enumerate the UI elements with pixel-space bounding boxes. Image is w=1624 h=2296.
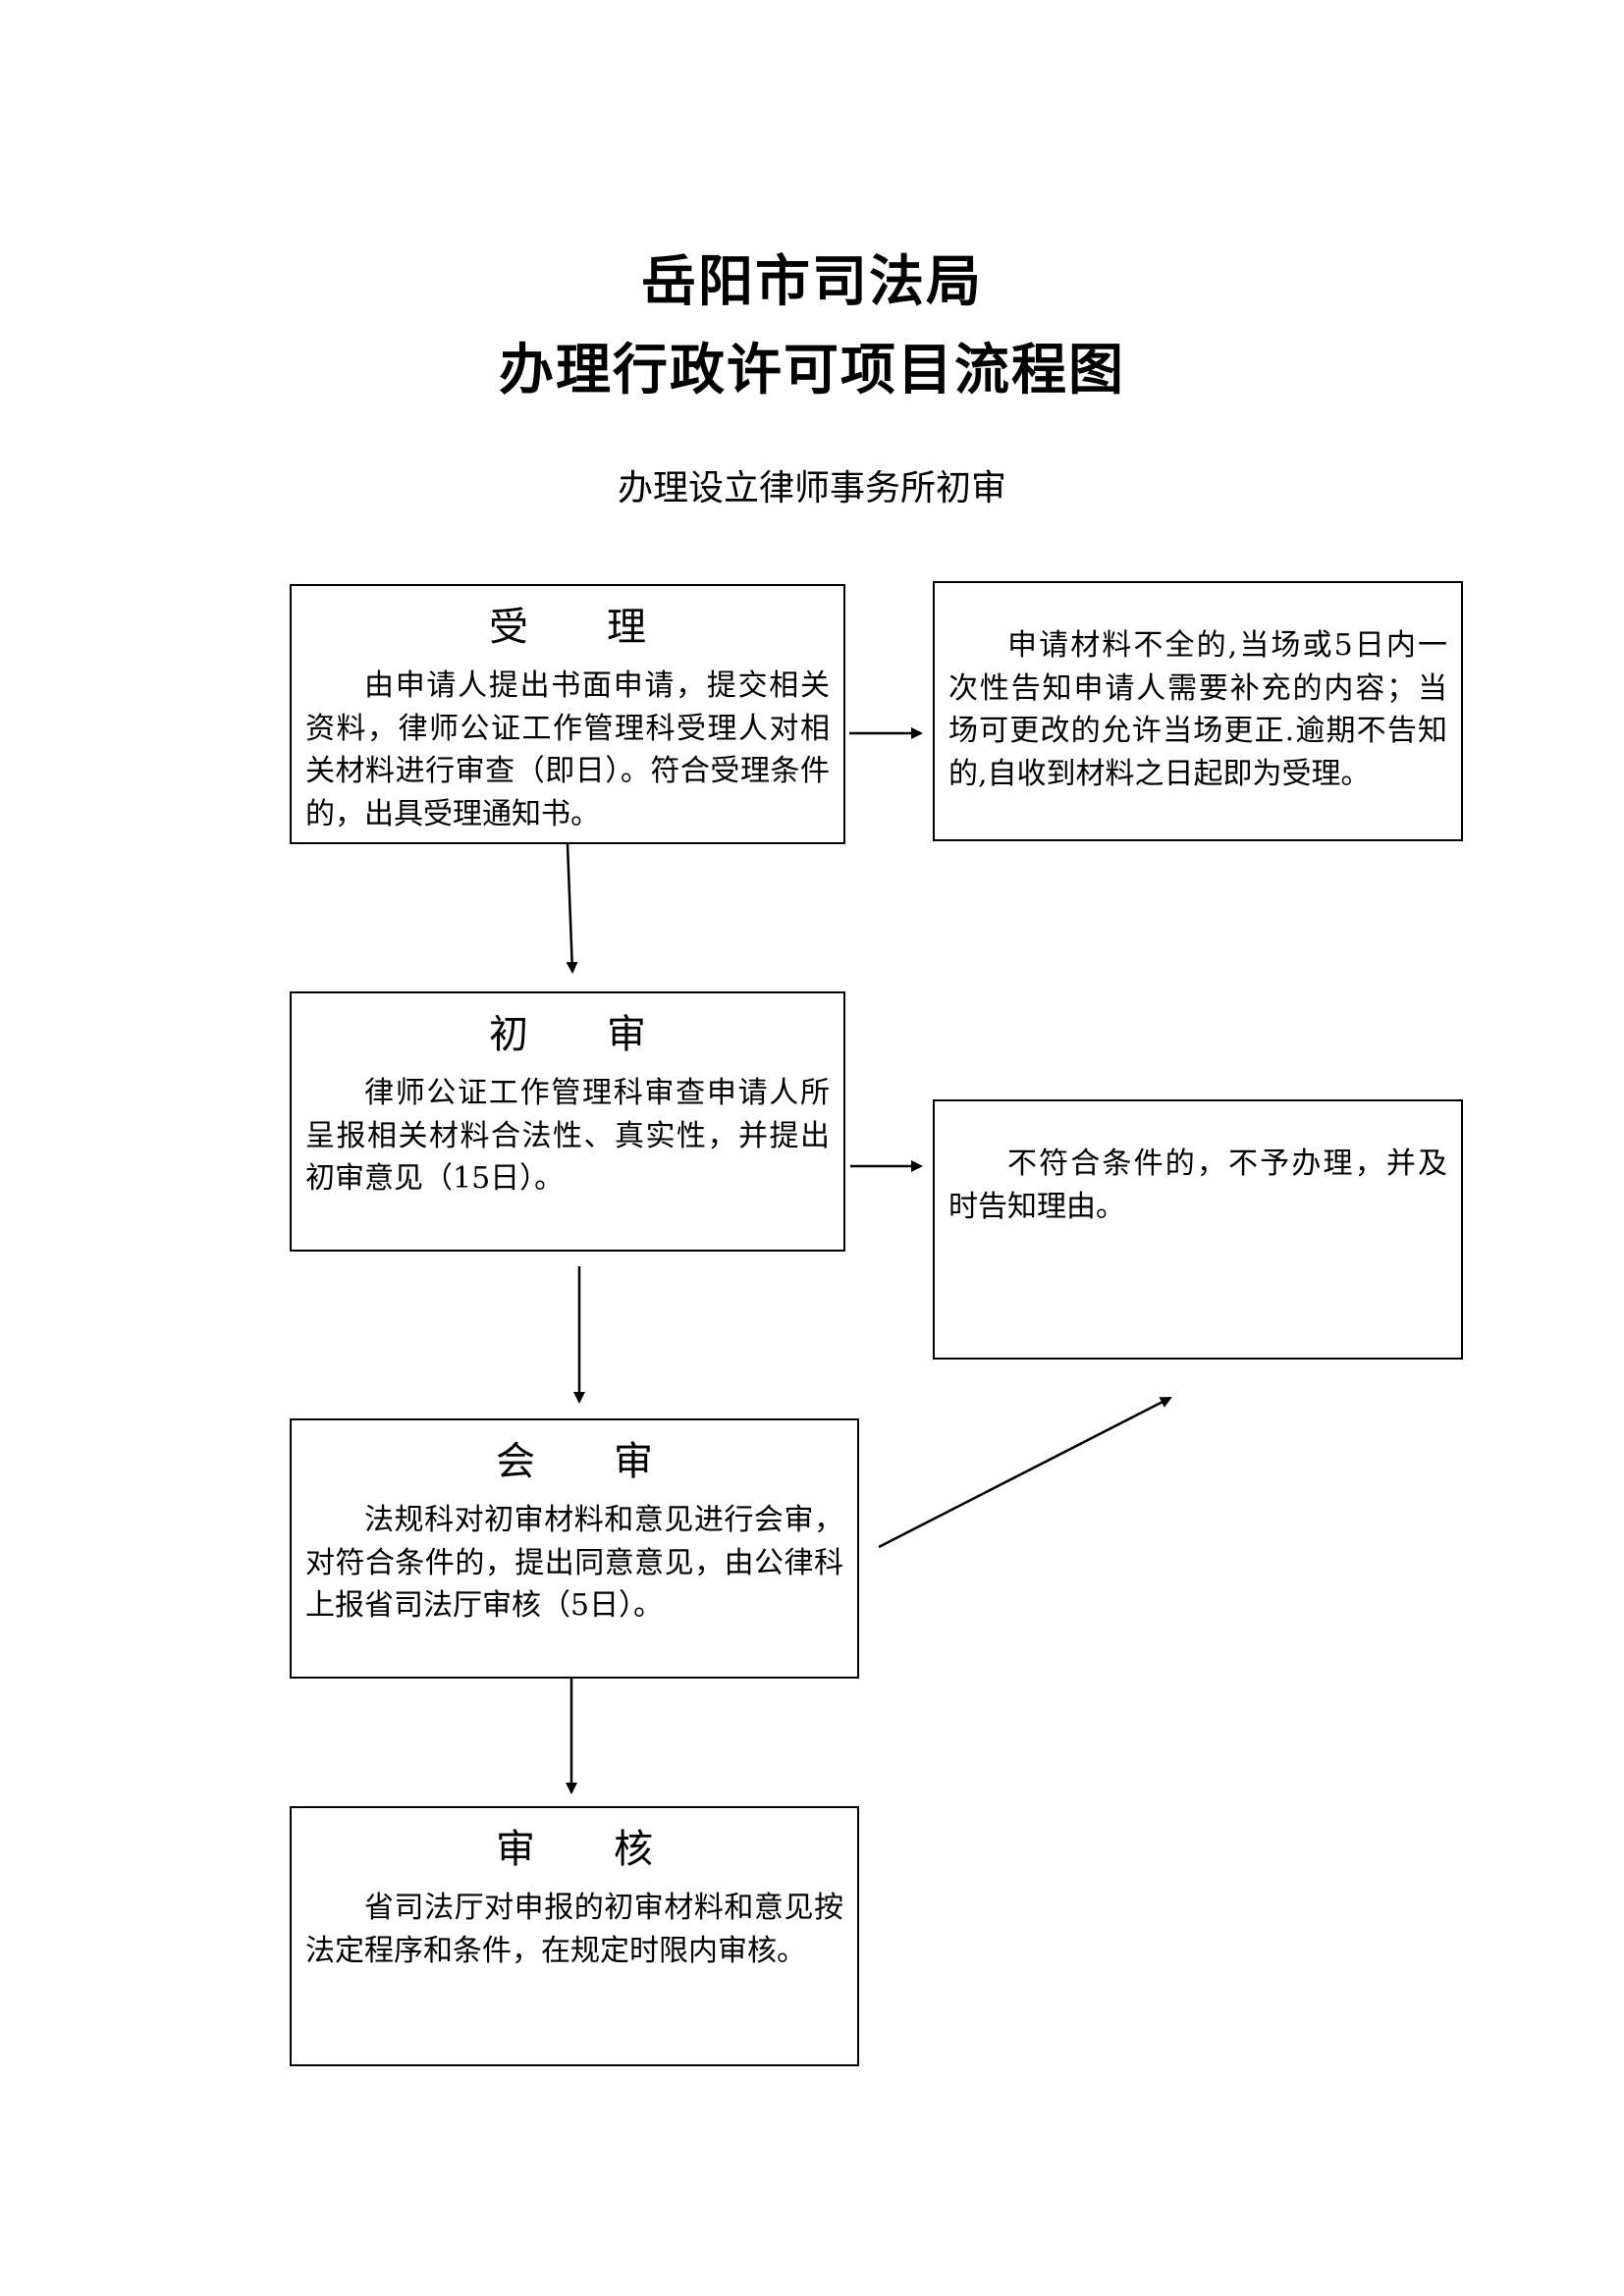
step-initial-review-box: 初 审 律师公证工作管理科审查申请人所呈报相关材料合法性、真实性，并提出初审意见… (290, 991, 845, 1252)
step-accept-title: 受 理 (489, 605, 646, 650)
step-joint-review-title: 会 审 (496, 1439, 653, 1484)
note-incomplete-text: 申请材料不全的,当场或5日内一次性告知申请人需要补充的内容；当场可更改的允许当场… (948, 628, 1447, 791)
arrow-accept-to-initial (566, 843, 578, 974)
step-initial-review-title: 初 审 (489, 1012, 646, 1057)
step-accept-body: 由申请人提出书面申请，提交相关资料，律师公证工作管理科受理人对相关材料进行审查（… (305, 668, 830, 831)
step-final-review-title: 审 核 (496, 1827, 653, 1872)
note-reject-box: 不符合条件的，不予办理，并及时告知理由。 (933, 1099, 1463, 1360)
step-joint-review-body: 法规科对初审材料和意见进行会审，对符合条件的，提出同意意见，由公律科上报省司法厅… (305, 1503, 843, 1623)
page-title: 岳阳市司法局 (641, 250, 983, 314)
step-final-review-body: 省司法厅对申报的初审材料和意见按法定程序和条件，在规定时限内审核。 (305, 1891, 843, 1968)
process-name: 办理设立律师事务所初审 (617, 468, 1006, 508)
step-accept-box: 受 理 由申请人提出书面申请，提交相关资料，律师公证工作管理科受理人对相关材料进… (290, 584, 845, 844)
arrow-joint-to-reject-note (878, 1396, 1172, 1549)
step-initial-review-body: 律师公证工作管理科审查申请人所呈报相关材料合法性、真实性，并提出初审意见（15日… (305, 1076, 830, 1196)
page-subtitle-heading: 办理行政许可项目流程图 (499, 339, 1125, 402)
note-incomplete-box: 申请材料不全的,当场或5日内一次性告知申请人需要补充的内容；当场可更改的允许当场… (933, 581, 1463, 841)
step-final-review-box: 审 核 省司法厅对申报的初审材料和意见按法定程序和条件，在规定时限内审核。 (290, 1806, 859, 2066)
step-joint-review-box: 会 审 法规科对初审材料和意见进行会审，对符合条件的，提出同意意见，由公律科上报… (290, 1418, 859, 1679)
note-reject-text: 不符合条件的，不予办理，并及时告知理由。 (948, 1147, 1447, 1224)
